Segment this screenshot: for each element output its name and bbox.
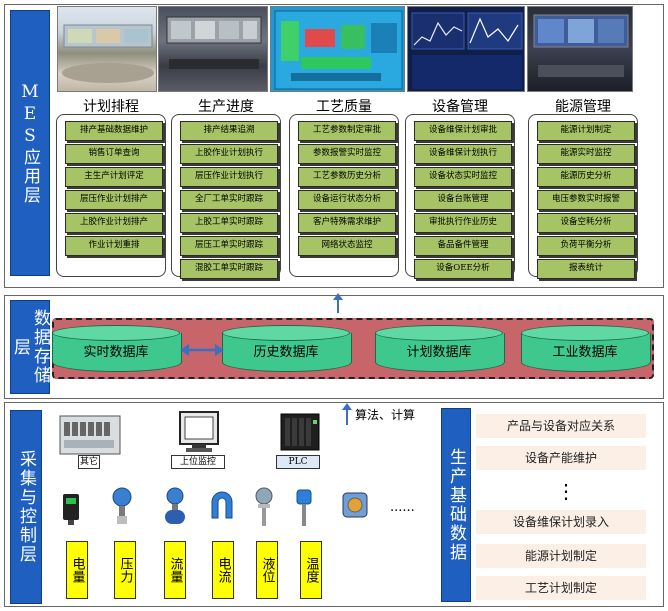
monitor-screen-photo (407, 6, 525, 92)
sensor-label-flow: 流量 (164, 541, 186, 599)
module-item-button[interactable]: 负荷平衡分析 (537, 236, 635, 256)
module-item-button[interactable]: 主生产计划评定 (65, 167, 163, 187)
module-item-button[interactable]: 设备空耗分析 (537, 213, 635, 233)
database-industrial: 工业数据库 (521, 325, 651, 372)
basic-data-label: 生产基础数据 (441, 408, 471, 602)
database-realtime: 实时数据库 (52, 325, 182, 372)
module-item-button[interactable]: 混胶工单实时跟踪 (180, 259, 278, 279)
current-sensor-icon (208, 490, 236, 526)
module-item-button[interactable]: 层压工单实时跟踪 (180, 236, 278, 256)
module-item-button[interactable]: 备品备件管理 (414, 236, 512, 256)
module-item-button[interactable]: 能源历史分析 (537, 167, 635, 187)
module-panel: 能源计划制定能源实时监控能源历史分析电压参数实时报警设备空耗分析负荷平衡分析报表… (528, 114, 638, 279)
basic-data-item-1: 产品与设备对应关系 (476, 414, 646, 438)
module-panel: 设备维保计划审批设备维保计划执行设备状态实时监控设备台账管理审批执行作业历史备品… (405, 114, 515, 279)
database-plan: 计划数据库 (375, 325, 505, 372)
module-item-button[interactable]: 层压作业计划排产 (65, 190, 163, 210)
module-item-button[interactable]: 电压参数实时报警 (537, 190, 635, 210)
monitor-icon (178, 410, 220, 454)
module-item-button[interactable]: 工艺参数历史分析 (298, 167, 396, 187)
control-layer-label: 采集与控制层 (10, 410, 42, 604)
level-sensor-icon (252, 487, 276, 529)
basic-data-item-2: 设备产能维护 (476, 446, 646, 470)
data-layer (4, 295, 664, 399)
sensor-label-temperature: 温度 (300, 541, 322, 599)
module-item-button[interactable]: 设备OEE分析 (414, 259, 512, 279)
module-item-button[interactable]: 作业计划重排 (65, 236, 163, 256)
module-item-button[interactable]: 排产基础数据维护 (65, 121, 163, 141)
device-label-other: 其它 (78, 455, 100, 469)
plc-icon (279, 410, 321, 454)
ellipsis: ...... (390, 500, 415, 515)
module-item-button[interactable]: 审批执行作业历史 (414, 213, 512, 233)
control-layer (4, 402, 664, 607)
module-item-button[interactable]: 报表统计 (537, 259, 635, 279)
power-meter-icon (60, 490, 82, 526)
module-title: 计划排程 (83, 99, 139, 115)
sensor-label-current: 电流 (212, 541, 234, 599)
module-item-button[interactable]: 层压作业计划执行 (180, 167, 278, 187)
device-label-plc: PLC (276, 455, 320, 469)
module-item-button[interactable]: 上胶工单实时跟踪 (180, 213, 278, 233)
module-item-button[interactable]: 设备台账管理 (414, 190, 512, 210)
sensor-label-power: 电量 (66, 541, 88, 599)
module-item-button[interactable]: 设备维保计划审批 (414, 121, 512, 141)
io-module-icon (58, 412, 122, 458)
module-item-button[interactable]: 客户特殊需求维护 (298, 213, 396, 233)
module-panel: 工艺参数制定审批参数报警实时监控工艺参数历史分析设备运行状态分析客户特殊需求维护… (289, 114, 399, 277)
vertical-ellipsis: ⋮ (556, 479, 576, 503)
control-room-photo-1 (57, 6, 157, 92)
device-label-scada: 上位监控 (171, 455, 225, 469)
basic-data-item-4: 能源计划制定 (476, 544, 646, 568)
operation-center-photo (527, 6, 633, 92)
mes-layer (4, 4, 664, 288)
module-item-button[interactable]: 上胶作业计划排产 (65, 213, 163, 233)
module-title: 能源管理 (555, 99, 611, 115)
module-title: 设备管理 (432, 99, 488, 115)
sensor-label-pressure: 压力 (114, 541, 136, 599)
control-room-photo-2 (158, 6, 268, 92)
module-item-button[interactable]: 排产结果追溯 (180, 121, 278, 141)
module-item-button[interactable]: 参数报警实时监控 (298, 144, 396, 164)
module-title: 工艺质量 (316, 99, 372, 115)
module-item-button[interactable]: 网络状态监控 (298, 236, 396, 256)
arrow-up-to-data (342, 403, 352, 425)
database-history: 历史数据库 (222, 325, 352, 372)
module-panel: 排产结果追溯上胶作业计划执行层压作业计划执行全厂工单实时跟踪上胶工单实时跟踪层压… (171, 114, 281, 279)
module-item-button[interactable]: 销售订单查询 (65, 144, 163, 164)
basic-data-item-3: 设备维保计划录入 (476, 510, 646, 534)
module-item-button[interactable]: 工艺参数制定审批 (298, 121, 396, 141)
module-item-button[interactable]: 能源实时监控 (537, 144, 635, 164)
bidirectional-arrow (180, 344, 224, 356)
module-item-button[interactable]: 能源计划制定 (537, 121, 635, 141)
temperature-sensor-icon (294, 487, 314, 529)
module-panel: 排产基础数据维护销售订单查询主生产计划评定层压作业计划排产上胶作业计划排产作业计… (56, 114, 166, 277)
basic-data-item-5: 工艺计划制定 (476, 576, 646, 600)
arrow-up-to-mes (333, 293, 343, 313)
scada-screen-photo (270, 6, 405, 92)
pressure-sensor-icon (110, 487, 134, 527)
data-layer-label: 数据存储层 (10, 300, 50, 394)
module-item-button[interactable]: 上胶作业计划执行 (180, 144, 278, 164)
module-item-button[interactable]: 设备运行状态分析 (298, 190, 396, 210)
module-item-button[interactable]: 设备维保计划执行 (414, 144, 512, 164)
module-item-button[interactable]: 设备状态实时监控 (414, 167, 512, 187)
flow-meter-icon (162, 487, 188, 527)
algorithm-label: 算法、计算 (355, 408, 416, 422)
mes-layer-label: MES应用层 (10, 10, 50, 276)
module-item-button[interactable]: 全厂工单实时跟踪 (180, 190, 278, 210)
module-title: 生产进度 (198, 99, 254, 115)
camera-sensor-icon (340, 487, 370, 523)
sensor-label-level: 液位 (256, 541, 278, 599)
